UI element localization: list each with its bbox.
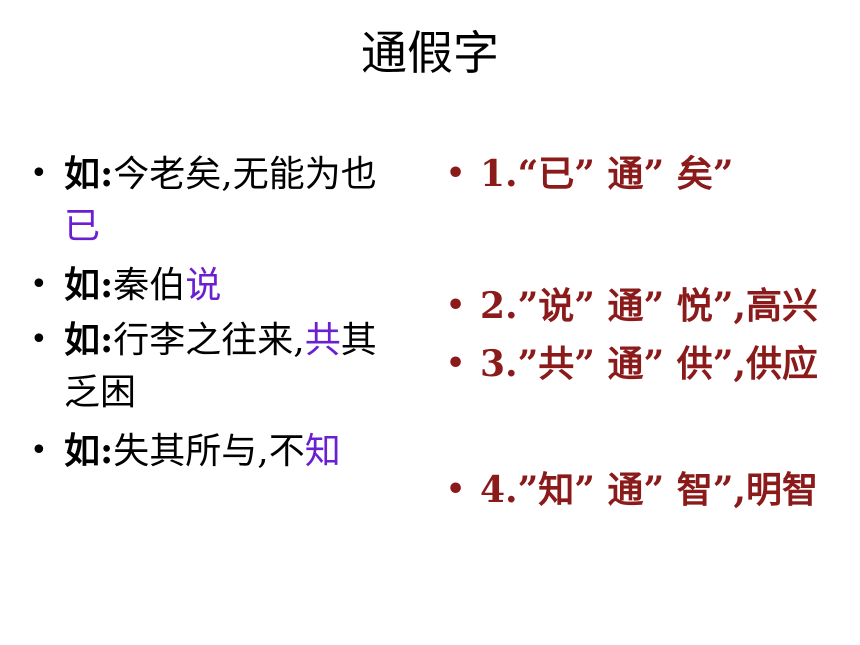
answer-text: 1.“已” 通” 矣” — [480, 153, 734, 195]
example-prefix: 如: — [64, 264, 114, 306]
bullet: • — [30, 156, 48, 191]
answer-item-2: • 2.”说” 通” 悦”,高兴 — [446, 280, 856, 332]
example-list: •如:今老矣,无能为也已 •如:秦伯说 •如:行李之往来,共其乏困 •如:失其所… — [30, 148, 400, 478]
example-text-after: 其乏困 — [64, 320, 377, 413]
bullet: • — [446, 156, 466, 191]
example-text: 秦伯 — [113, 265, 186, 306]
answer-text: 2.”说” 通” 悦”,高兴 — [480, 285, 819, 327]
answer-item-4: • 4.”知” 通” 智”,明智 — [446, 464, 856, 516]
bullet: • — [446, 288, 466, 323]
example-text: 行李之往来, — [113, 320, 305, 361]
slide-title: 通假字 — [361, 26, 499, 80]
bullet: • — [30, 322, 48, 357]
answer-text: 4.”知” 通” 智”,明智 — [480, 469, 819, 511]
answer-text: 3.”共” 通” 供”,供应 — [480, 343, 819, 385]
example-text: 今老矣,无能为也 — [113, 154, 377, 195]
bullet: • — [446, 472, 466, 507]
answer-list: • 1.“已” 通” 矣” • 2.”说” 通” 悦”,高兴 • 3.”共” 通” 供… — [446, 148, 856, 516]
highlight-char: 已 — [64, 206, 101, 247]
highlight-char: 知 — [304, 431, 341, 472]
highlight-char: 说 — [185, 265, 222, 306]
highlight-char: 共 — [304, 320, 341, 361]
answer-item-1: • 1.“已” 通” 矣” — [446, 148, 856, 200]
example-item-2: • 如:秦伯说 — [30, 259, 400, 312]
bullet: • — [30, 433, 48, 468]
example-item-1: • 如:今老矣,无能为也已 — [30, 148, 400, 253]
example-item-3: • 如:行李之往来,共其乏困 — [30, 314, 400, 419]
example-item-4: • 如:失其所与,不知 — [30, 425, 400, 478]
bullet: • — [30, 267, 48, 302]
example-text: 失其所与,不 — [113, 431, 305, 472]
bullet: • — [446, 346, 466, 381]
example-prefix: 如: — [64, 319, 114, 361]
example-prefix: 如: — [64, 430, 114, 472]
answer-item-3: • 3.”共” 通” 供”,供应 — [446, 338, 856, 390]
example-prefix: 如: — [64, 153, 114, 195]
